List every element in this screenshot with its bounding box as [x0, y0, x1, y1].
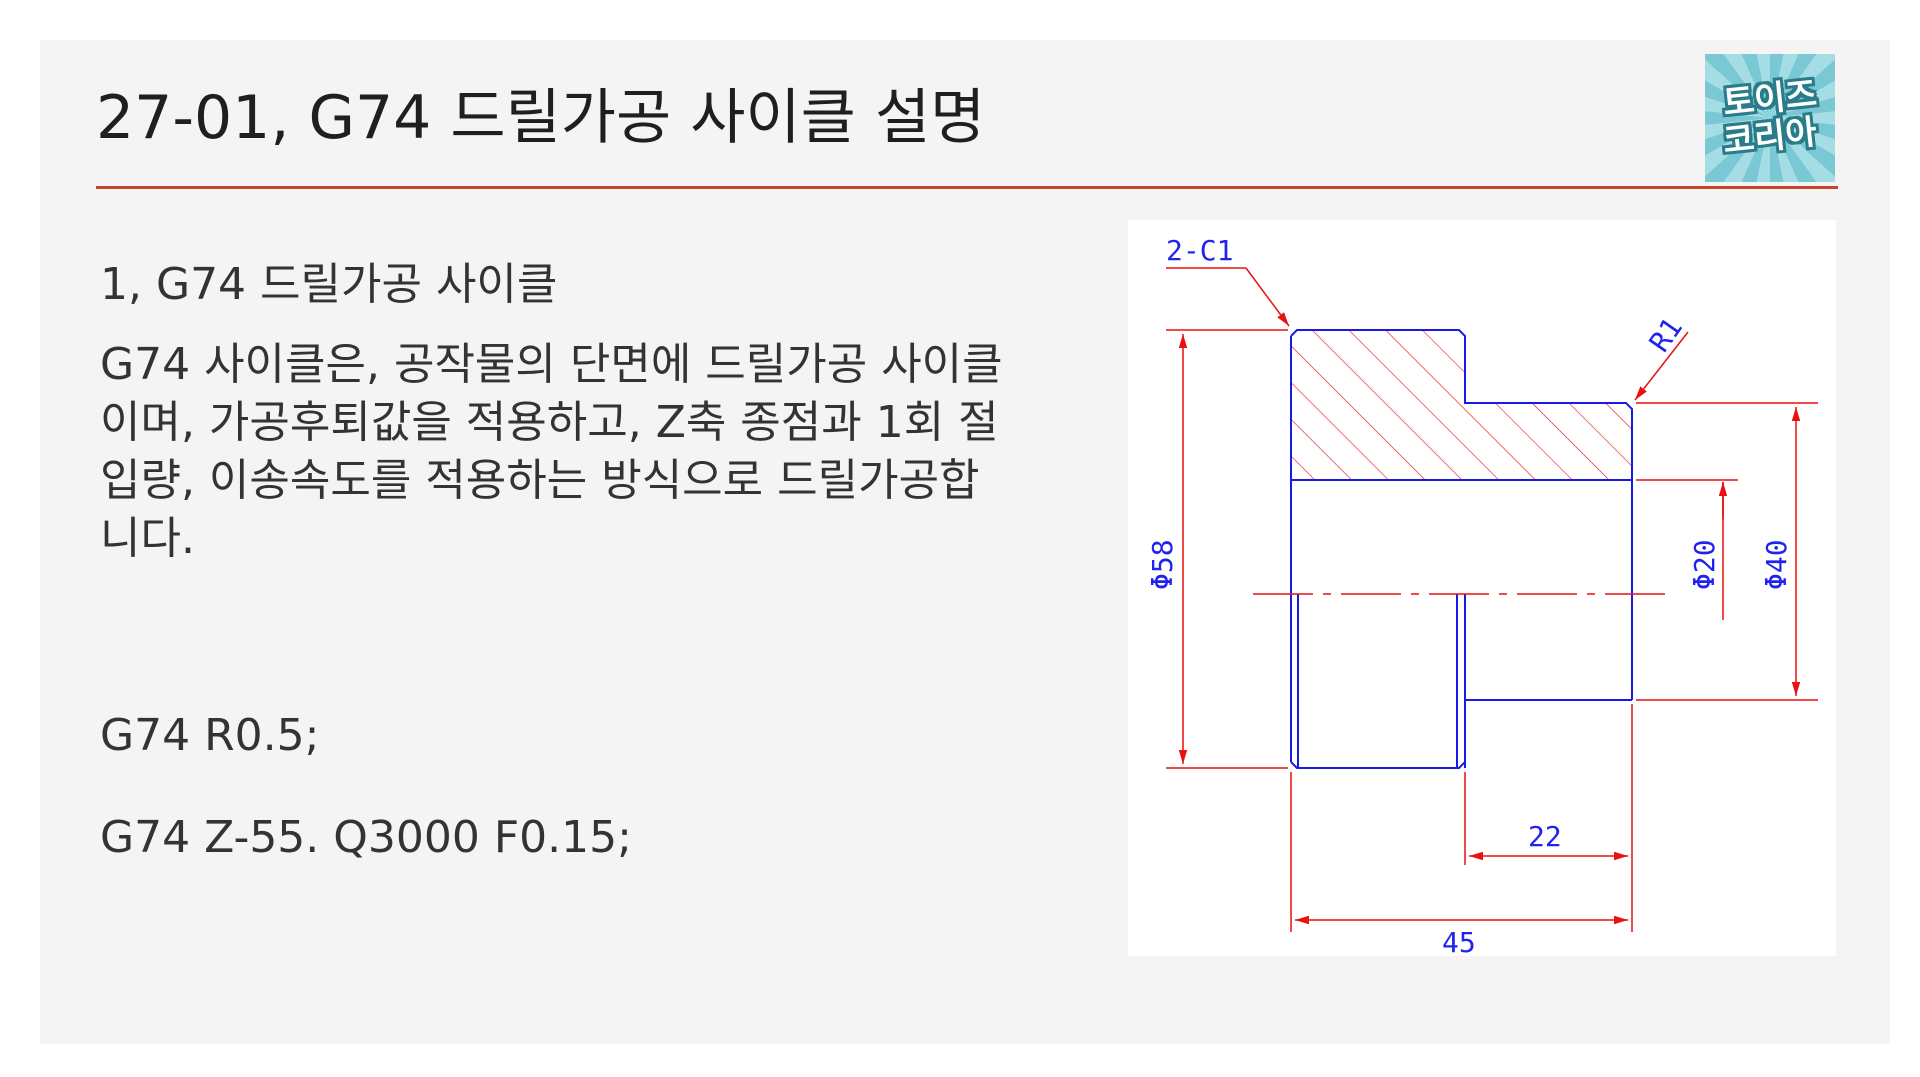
drawing-canvas: 2-C1 R1 Φ58 Φ20 Φ40 22 45	[1146, 234, 1818, 956]
label-length-total: 45	[1442, 926, 1476, 956]
part-outline	[1290, 329, 1633, 769]
technical-drawing: 2-C1 R1 Φ58 Φ20 Φ40 22 45	[1128, 220, 1836, 956]
label-dia-outer: Φ58	[1146, 539, 1179, 590]
label-radius: R1	[1643, 311, 1689, 358]
description-text: G74 사이클은, 공작물의 단면에 드릴가공 사이클이며, 가공후퇴값을 적용…	[100, 339, 1003, 564]
section-hatching	[1291, 330, 1632, 480]
code-line-1: G74 R0.5;	[100, 710, 320, 761]
title-divider	[96, 186, 1838, 189]
code-line-2: G74 Z-55. Q3000 F0.15;	[100, 812, 632, 863]
label-chamfer: 2-C1	[1166, 234, 1233, 267]
logo-line-2: 코리아	[1721, 112, 1819, 162]
dimension-lines	[1166, 267, 1818, 932]
label-dia-step: Φ40	[1760, 539, 1793, 590]
label-dia-bore: Φ20	[1688, 539, 1721, 590]
slide: 27-01, G74 드릴가공 사이클 설명 토이즈 코리아 1, G74 드릴…	[40, 40, 1890, 1044]
brand-logo: 토이즈 코리아	[1705, 54, 1835, 182]
page-title: 27-01, G74 드릴가공 사이클 설명	[96, 83, 986, 153]
section-heading: 1, G74 드릴가공 사이클	[100, 259, 558, 310]
label-length-step: 22	[1528, 820, 1562, 853]
